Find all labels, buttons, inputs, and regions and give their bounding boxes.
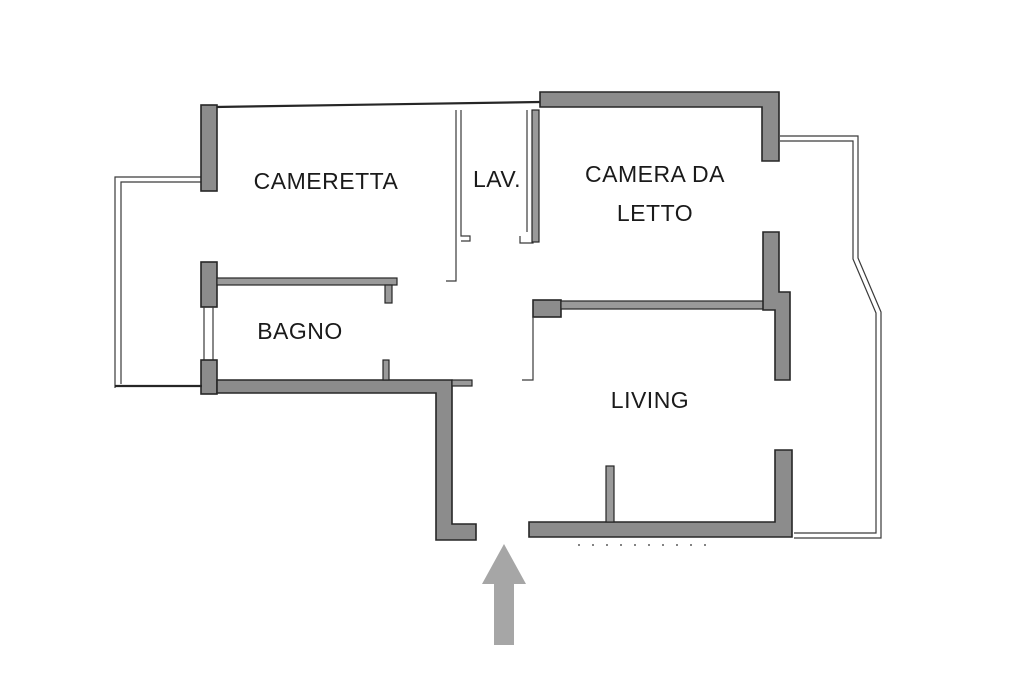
entrance-arrow-icon <box>482 544 526 645</box>
living-top-partition <box>522 231 791 381</box>
bagno-top-partition <box>216 277 398 304</box>
balcony-outline-right <box>780 135 882 539</box>
bagno-bottom-wall <box>216 359 477 541</box>
room-label-cameretta: CAMERETTA <box>254 168 399 194</box>
room-label-camera-line2: LETTO <box>617 200 693 226</box>
balcony-outline-left <box>114 176 201 388</box>
room-label-lav: LAV. <box>473 166 521 192</box>
room-label-bagno: BAGNO <box>257 318 343 344</box>
left-walls <box>115 104 218 395</box>
room-label-living: LIVING <box>611 387 689 413</box>
lav-partitions <box>446 109 540 282</box>
room-label-camera-line1: CAMERA DA <box>585 161 725 187</box>
top-wall <box>214 91 780 162</box>
living-bottom-wall <box>528 449 793 546</box>
